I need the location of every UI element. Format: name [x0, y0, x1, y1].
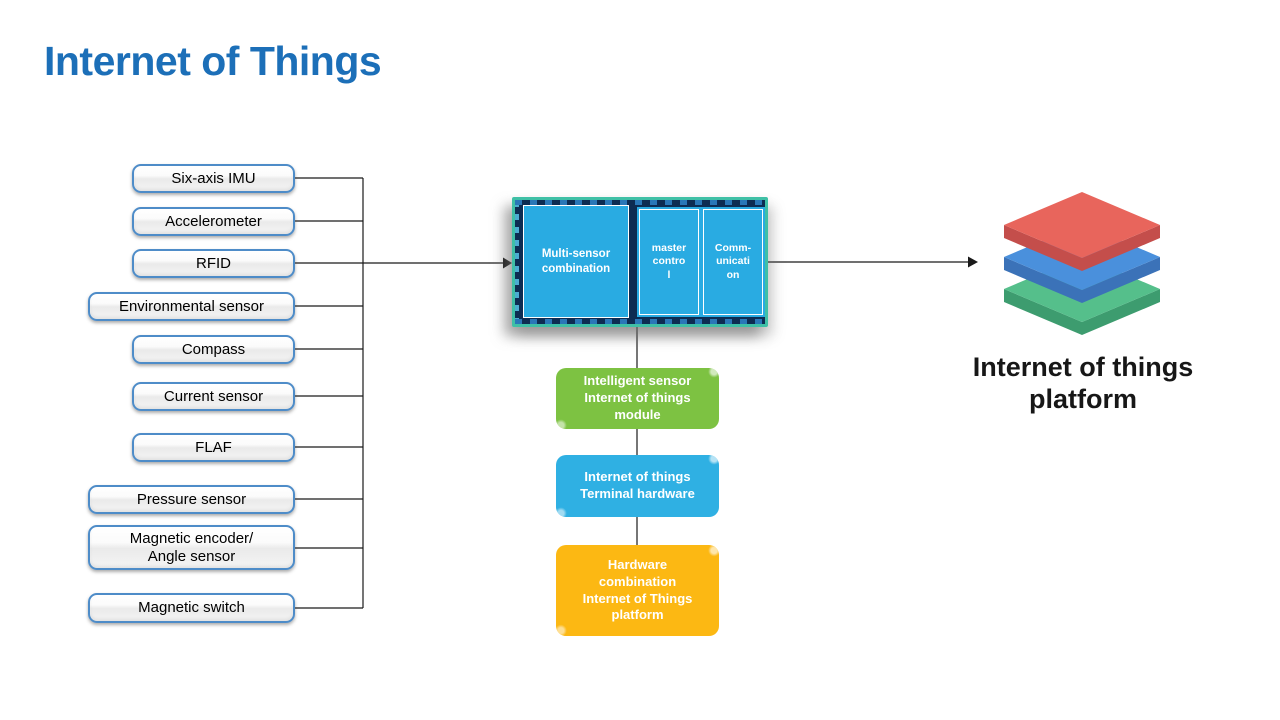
chip-cell-multi-sensor: Multi-sensor combination	[523, 205, 629, 318]
sensor-box-current-sensor: Current sensor	[132, 382, 295, 411]
iot-chip: Multi-sensor combination master contro l…	[512, 197, 768, 327]
sensor-box-rfid: RFID	[132, 249, 295, 278]
platform-label: Internet of things platform	[972, 352, 1194, 414]
arrowhead-to-platform	[968, 256, 978, 268]
sensor-box-environmental-sensor: Environmental sensor	[88, 292, 295, 321]
sensor-box-magnetic-switch: Magnetic switch	[88, 593, 295, 623]
flow-box-hardware-combination-platform: Hardware combination Internet of Things …	[556, 545, 719, 636]
chip-cell-communication: Comm- unicati on	[703, 209, 763, 315]
flow-box-intelligent-sensor-module: Intelligent sensor Internet of things mo…	[556, 368, 719, 429]
page-title: Internet of Things	[44, 38, 382, 84]
platform-layers-graphic	[1004, 192, 1160, 335]
arrowhead-to-chip	[503, 257, 512, 269]
sensor-box-flaf: FLAF	[132, 433, 295, 462]
sensor-box-six-axis-imu: Six-axis IMU	[132, 164, 295, 193]
chip-cell-master-control: master contro l	[639, 209, 699, 315]
sensor-box-magnetic-encoder: Magnetic encoder/ Angle sensor	[88, 525, 295, 570]
flow-box-terminal-hardware: Internet of things Terminal hardware	[556, 455, 719, 517]
chip-right-section: master contro l Comm- unicati on	[637, 207, 765, 317]
sensor-box-pressure-sensor: Pressure sensor	[88, 485, 295, 514]
sensor-box-compass: Compass	[132, 335, 295, 364]
sensor-box-accelerometer: Accelerometer	[132, 207, 295, 236]
